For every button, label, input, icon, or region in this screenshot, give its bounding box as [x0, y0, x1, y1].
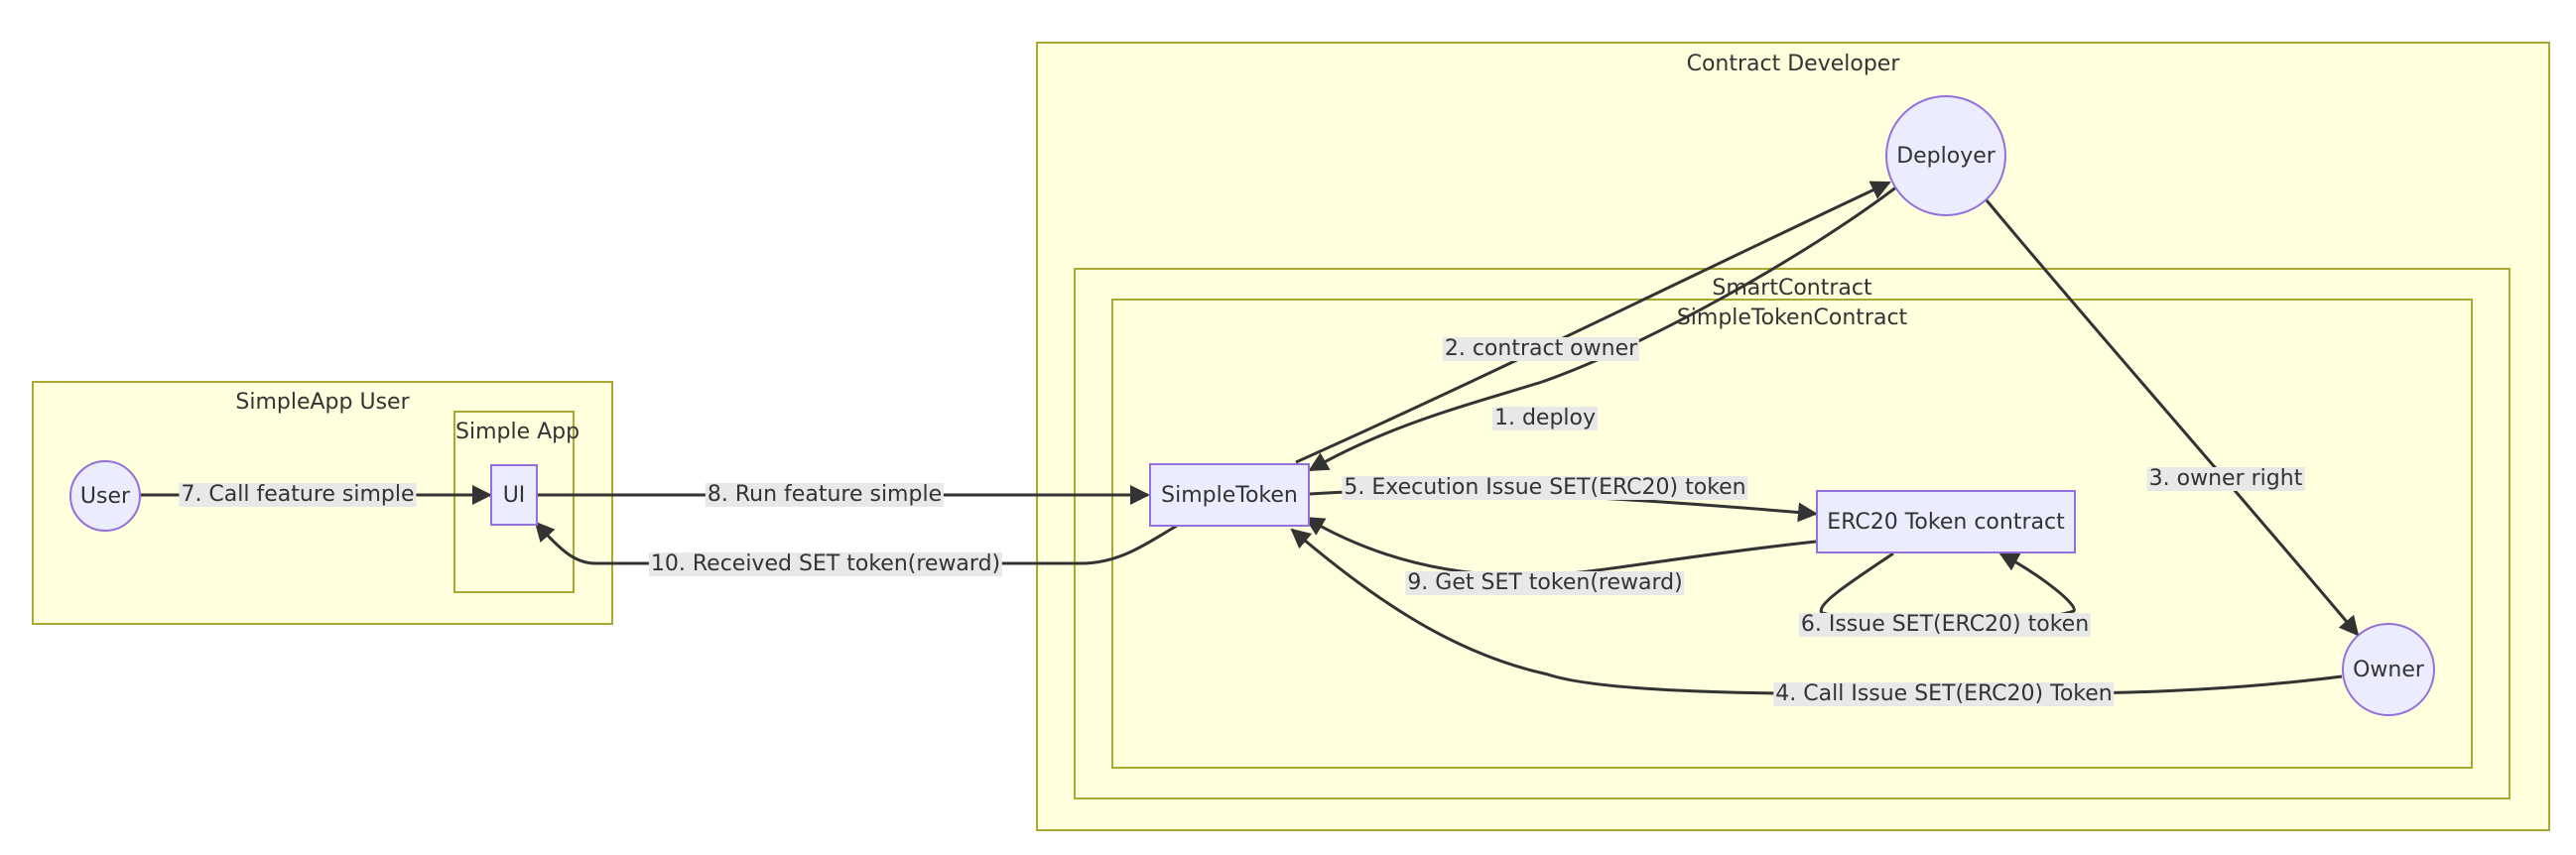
edge-contract-owner	[1295, 181, 1891, 464]
edge-label-get-reward: 9. Get SET token(reward)	[1405, 570, 1685, 595]
edge-label-call-issue: 4. Call Issue SET(ERC20) Token	[1773, 681, 2115, 706]
node-owner[interactable]: Owner	[2342, 623, 2435, 716]
node-ui[interactable]: UI	[490, 464, 538, 526]
edge-call-issue	[1290, 528, 2343, 696]
edge-label-run-feature: 8. Run feature simple	[705, 482, 945, 507]
edge-label-owner-right: 3. owner right	[2146, 466, 2305, 491]
cluster-title-simple-token-contract: SimpleTokenContract	[1676, 305, 1908, 330]
edge-owner-right	[1985, 199, 2360, 637]
cluster-title-simpleapp-user: SimpleApp User	[235, 390, 410, 415]
cluster-title-contract-developer: Contract Developer	[1686, 52, 1900, 76]
edge-label-received-reward: 10. Received SET token(reward)	[648, 551, 1003, 576]
edge-label-call-feature: 7. Call feature simple	[179, 482, 417, 507]
node-erc20-token-contract[interactable]: ERC20 Token contract	[1816, 490, 2076, 553]
edge-label-contract-owner: 2. contract owner	[1442, 336, 1640, 361]
node-deployer[interactable]: Deployer	[1885, 95, 2006, 216]
edge-received-reward	[534, 521, 1178, 565]
node-user[interactable]: User	[69, 460, 141, 532]
edge-get-reward	[1304, 516, 1817, 577]
edge-deploy	[1308, 184, 1898, 472]
edge-label-issue-self: 6. Issue SET(ERC20) token	[1798, 612, 2092, 637]
edge-label-execution-issue: 5. Execution Issue SET(ERC20) token	[1342, 475, 1748, 500]
node-simple-token[interactable]: SimpleToken	[1149, 463, 1310, 527]
edge-label-deploy: 1. deploy	[1491, 406, 1599, 430]
cluster-title-simple-app: Simple App	[455, 420, 580, 444]
